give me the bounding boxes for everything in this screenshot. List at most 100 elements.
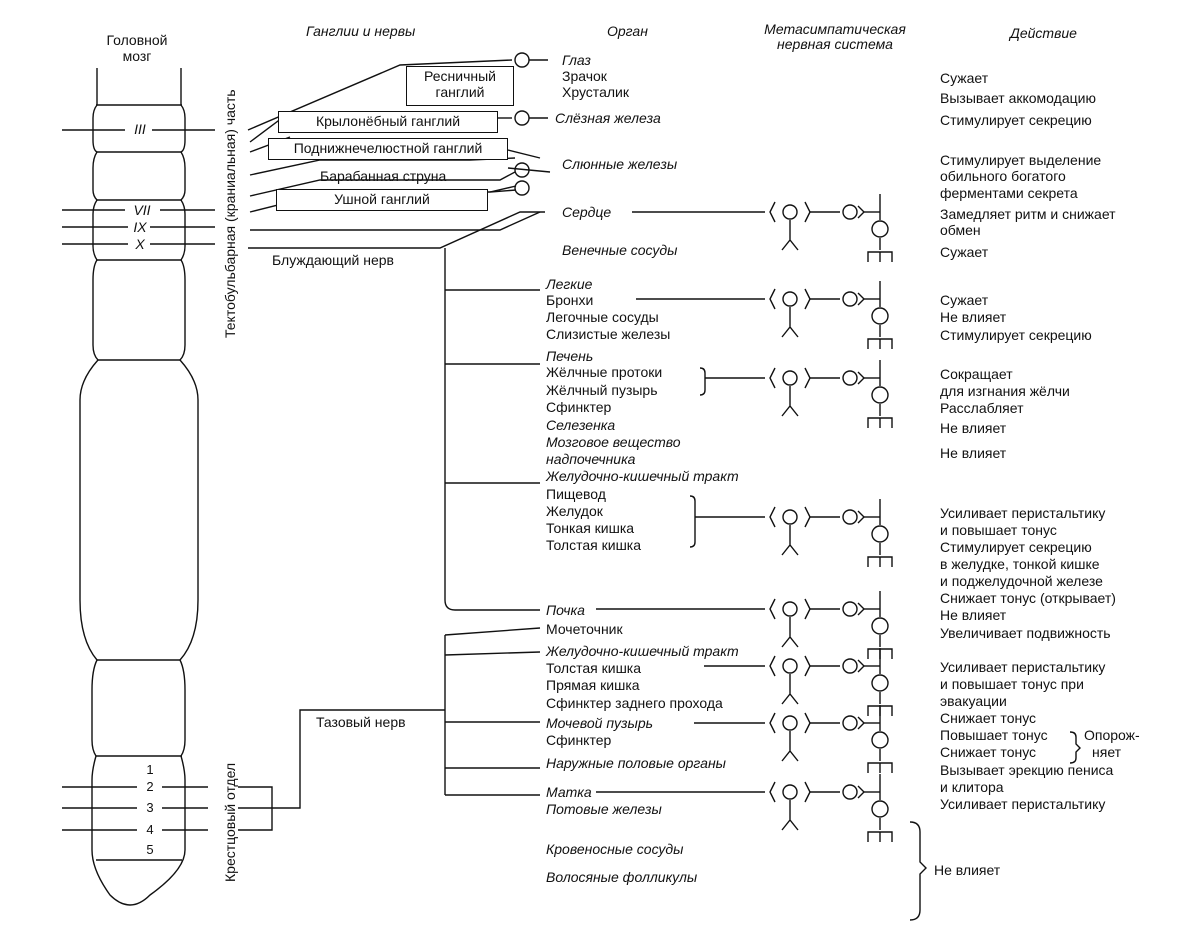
cranial-label: Тектобульбарная (краниальная) часть bbox=[222, 89, 238, 338]
organ-kidney: Почка bbox=[546, 602, 585, 618]
organ-liver: Печень bbox=[546, 348, 594, 364]
submandibular-ganglion-box: Поднижнечелюстной ганглий bbox=[268, 138, 508, 160]
action-1: Сужает bbox=[940, 70, 989, 86]
action-18: Усиливает перистальтику bbox=[940, 505, 1106, 521]
sacral-5: 5 bbox=[146, 842, 154, 857]
segment-vii: VII bbox=[133, 202, 151, 218]
action-4: Стимулирует выделение bbox=[940, 152, 1102, 168]
organ-adrenal-1: Мозговое вещество bbox=[546, 434, 681, 450]
pelvic-nerve-label: Тазовый нерв bbox=[316, 714, 406, 730]
action-33: няет bbox=[1092, 744, 1122, 760]
organ-lacrimal: Слёзная железа bbox=[555, 110, 661, 126]
organ-large-intestine-1: Толстая кишка bbox=[546, 537, 642, 553]
organ-ureter: Мочеточник bbox=[546, 621, 623, 637]
sacral-2: 2 bbox=[146, 779, 154, 794]
organ-sweat-glands: Потовые железы bbox=[546, 801, 662, 817]
action-20: Стимулирует секрецию bbox=[940, 539, 1092, 555]
organ-salivary: Слюнные железы bbox=[562, 156, 678, 172]
metasympathetic-neuron-symbol bbox=[769, 774, 893, 842]
spinal-cord bbox=[79, 68, 199, 906]
action-32: Опорож- bbox=[1084, 727, 1140, 743]
organ-sphincter: Сфинктер bbox=[546, 399, 612, 415]
organ-small-intestine: Тонкая кишка bbox=[546, 520, 635, 536]
metasympathetic-neuron-symbol bbox=[769, 281, 893, 349]
pelvic-trunk bbox=[320, 627, 541, 796]
metasympathetic-neuron-symbol bbox=[769, 194, 893, 262]
organ-pupil: Зрачок bbox=[562, 68, 607, 84]
segment-x: X bbox=[135, 236, 145, 252]
metasympathetic-neuron-symbol bbox=[769, 499, 893, 567]
vagus-nerve-label: Блуждающий нерв bbox=[272, 252, 394, 268]
organ-links bbox=[596, 211, 765, 793]
action-23: Снижает тонус (открывает) bbox=[940, 590, 1116, 606]
action-19: и повышает тонус bbox=[940, 522, 1057, 538]
action-25: Увеличивает подвижность bbox=[940, 625, 1111, 641]
action-35: и клитора bbox=[940, 779, 1004, 795]
ciliary-ganglion-box: Ресничный ганглий bbox=[406, 66, 514, 106]
action-12: Стимулирует секрецию bbox=[940, 327, 1092, 343]
action-24: Не влияет bbox=[940, 607, 1007, 623]
organ-spleen: Селезенка bbox=[546, 417, 616, 433]
metasympathetic-neuron-symbol bbox=[769, 591, 893, 659]
action-28: эвакуации bbox=[940, 693, 1007, 709]
action-2: Вызывает аккомодацию bbox=[940, 90, 1096, 106]
organ-bile-ducts: Жёлчные протоки bbox=[546, 364, 663, 380]
action-5: обильного богатого bbox=[940, 168, 1066, 184]
organ-blood-vessels: Кровеносные сосуды bbox=[546, 841, 684, 857]
organ-gallbladder: Жёлчный пузырь bbox=[546, 382, 658, 398]
cranial-segment-lines bbox=[62, 129, 215, 245]
action-6: ферментами секрета bbox=[940, 185, 1078, 201]
organ-coronary: Венечные сосуды bbox=[562, 242, 678, 258]
action-31: Снижает тонус bbox=[940, 744, 1037, 760]
header-ganglia: Ганглии и нервы bbox=[306, 23, 416, 39]
cranial-nerve-paths bbox=[247, 52, 551, 249]
sacral-label: Крестцовый отдел bbox=[222, 762, 238, 882]
action-3: Стимулирует секрецию bbox=[940, 112, 1092, 128]
action-22: и поджелудочной железе bbox=[940, 573, 1103, 589]
action-30: Повышает тонус bbox=[940, 727, 1048, 743]
sacral-4: 4 bbox=[146, 822, 154, 837]
action-13: Сокращает bbox=[940, 366, 1013, 382]
metasympathetic-neuron-symbol bbox=[769, 705, 893, 773]
organ-esophagus: Пищевод bbox=[546, 486, 606, 502]
chorda-tympani-label: Барабанная струна bbox=[320, 168, 447, 184]
otic-ganglion-box: Ушной ганглий bbox=[276, 189, 488, 211]
organ-lens: Хрусталик bbox=[562, 84, 629, 100]
organ-anal-sphincter: Сфинктер заднего прохода bbox=[546, 695, 723, 711]
organ-git-1: Желудочно-кишечный тракт bbox=[546, 468, 739, 484]
action-36: Усиливает перистальтику bbox=[940, 796, 1106, 812]
header-brain: Головной мозг bbox=[106, 32, 168, 64]
organ-bladder: Мочевой пузырь bbox=[546, 715, 653, 731]
segment-iii: III bbox=[134, 121, 146, 137]
action-29: Снижает тонус bbox=[940, 710, 1037, 726]
organ-genitals: Наружные половые органы bbox=[546, 755, 726, 771]
organ-stomach: Желудок bbox=[546, 503, 603, 519]
header-action: Действие bbox=[1010, 25, 1077, 41]
organ-eye: Глаз bbox=[562, 52, 591, 68]
header-metasympathetic: Метасимпатическая нервная система bbox=[764, 21, 906, 52]
metasympathetic-neuron-symbol bbox=[769, 360, 893, 428]
pterygopalatine-ganglion-box: Крылонёбный ганглий bbox=[278, 111, 498, 133]
organ-pulm-vessels: Легочные сосуды bbox=[546, 309, 659, 325]
action-8: обмен bbox=[940, 222, 981, 238]
metasympathetic-symbols bbox=[769, 194, 893, 842]
segment-ix: IX bbox=[133, 219, 147, 235]
vagus-trunk bbox=[444, 248, 540, 611]
organ-hair-follicles: Волосяные фолликулы bbox=[546, 869, 698, 885]
organ-mucous: Слизистые железы bbox=[546, 326, 671, 342]
action-21: в желудке, тонкой кишке bbox=[940, 556, 1100, 572]
action-15: Расслабляет bbox=[940, 400, 1024, 416]
action-14: для изгнания жёлчи bbox=[940, 383, 1070, 399]
action-7: Замедляет ритм и снижает bbox=[940, 206, 1116, 222]
header-organ: Орган bbox=[607, 23, 648, 39]
organ-uterus: Матка bbox=[546, 784, 592, 800]
organ-adrenal-2: надпочечника bbox=[546, 451, 636, 467]
organ-large-intestine-2: Толстая кишка bbox=[546, 660, 642, 676]
organ-lungs: Легкие bbox=[546, 276, 593, 292]
brackets bbox=[689, 367, 1081, 921]
metasympathetic-neuron-symbol bbox=[769, 648, 893, 716]
action-17: Не влияет bbox=[940, 445, 1007, 461]
sacral-segment-lines bbox=[62, 709, 320, 831]
action-27: и повышает тонус при bbox=[940, 676, 1084, 692]
